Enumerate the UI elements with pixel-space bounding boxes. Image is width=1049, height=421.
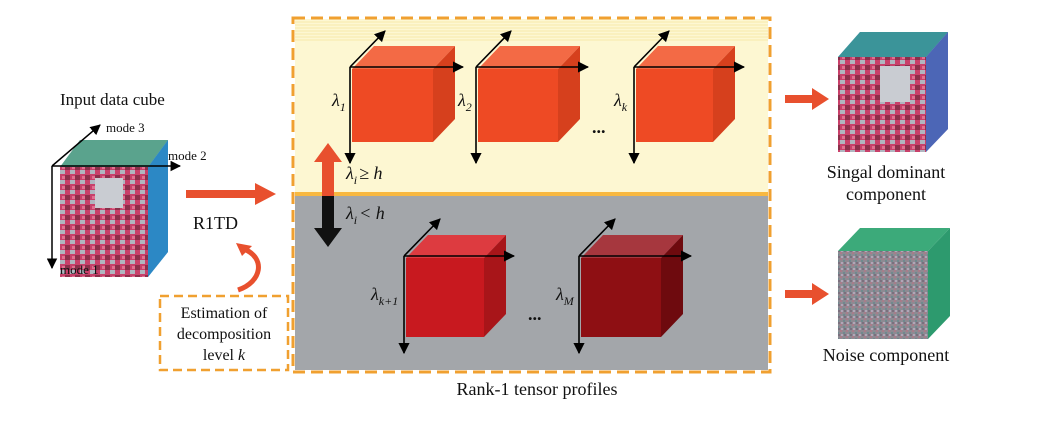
r1td-arrow — [186, 183, 276, 205]
signal-output-arrow — [785, 88, 829, 110]
signal-label-line1: Singal dominant — [827, 162, 946, 182]
lower-cube-k1 — [406, 235, 506, 337]
upper-cube-1 — [352, 46, 455, 142]
noise-label: Noise component — [823, 345, 949, 365]
estimation-line1: Estimation of — [181, 305, 268, 322]
threshold-down-arrow — [314, 196, 342, 247]
threshold-upper-label: λi≥ h — [345, 163, 383, 187]
panel-caption: Rank-1 tensor profiles — [457, 379, 618, 399]
lambda-k: λk — [613, 90, 628, 114]
input-data-cube — [60, 140, 168, 277]
panel-border — [291, 16, 772, 374]
mode3-axis — [51, 124, 101, 167]
threshold-up-arrow — [314, 143, 342, 196]
noise-component-cube — [838, 228, 950, 339]
threshold-lower-label: λi< h — [345, 203, 385, 227]
lambda-2: λ2 — [457, 90, 472, 114]
lower-ellipsis: ... — [528, 304, 542, 324]
lambda-1: λ1 — [331, 90, 346, 114]
lower-band — [295, 196, 768, 370]
r1td-label: R1TD — [193, 213, 238, 233]
mode1-label: mode 1 — [60, 262, 99, 277]
upper-cube-2 — [478, 46, 580, 142]
lambda-m: λM — [555, 284, 575, 308]
estimation-line2: decomposition — [177, 326, 271, 343]
mode2-label: mode 2 — [168, 148, 207, 163]
band-divider — [295, 192, 768, 196]
estimation-box — [158, 294, 290, 372]
signal-component-cube — [838, 32, 948, 152]
upper-cube-k — [636, 46, 735, 142]
mode3-label: mode 3 — [106, 120, 145, 135]
noise-output-arrow — [785, 283, 829, 305]
estimation-curve-arrow — [237, 246, 261, 293]
upper-band-hatching — [295, 21, 768, 41]
input-cube-title: Input data cube — [60, 90, 165, 109]
lower-cube-m — [581, 235, 683, 337]
signal-label-line2: component — [846, 184, 926, 204]
upper-ellipsis: ... — [592, 117, 606, 137]
lambda-k-plus-1: λk+1 — [370, 284, 398, 308]
estimation-line3: level k — [203, 347, 246, 364]
